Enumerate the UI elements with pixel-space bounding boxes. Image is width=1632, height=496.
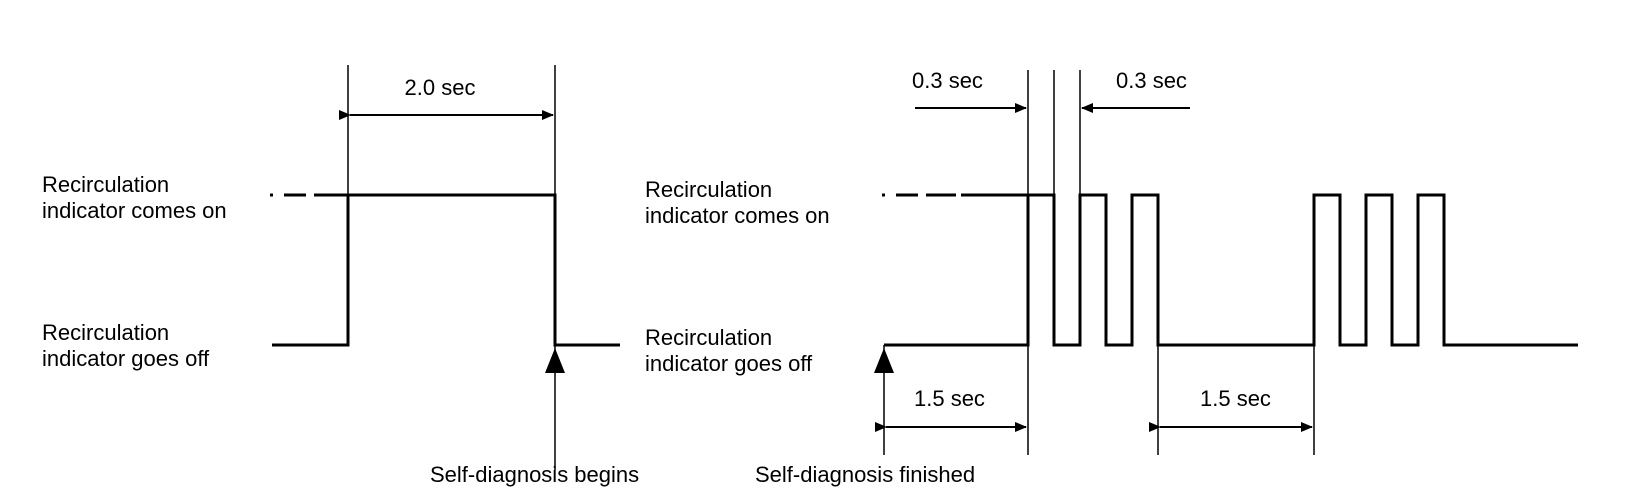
left-on-label-line2: indicator comes on: [42, 198, 227, 223]
right-waveform: [884, 193, 1578, 347]
left-waveform: [272, 193, 620, 347]
right-event-label: Self-diagnosis finished: [755, 462, 975, 487]
right-off-label: Recirculation indicator goes off: [645, 325, 813, 376]
left-off-label: Recirculation indicator goes off: [42, 320, 210, 371]
right-on-label-line2: indicator comes on: [645, 203, 830, 228]
left-off-label-line2: indicator goes off: [42, 346, 210, 371]
left-event-arrow-icon: [545, 348, 565, 373]
left-off-label-line1: Recirculation: [42, 320, 169, 345]
right-gap-label-first: 1.5 sec: [914, 386, 985, 411]
right-on-label: Recirculation indicator comes on: [645, 177, 830, 228]
left-on-label-line1: Recirculation: [42, 172, 169, 197]
right-gap-label-second: 1.5 sec: [1200, 386, 1271, 411]
left-event-label: Self-diagnosis begins: [430, 462, 639, 487]
right-event-arrow-icon: [874, 348, 894, 373]
right-panel: 0.3 sec 0.3 sec 1.5 sec 1.5 sec Recircul…: [645, 68, 1578, 487]
right-on-label-line1: Recirculation: [645, 177, 772, 202]
left-panel: 2.0 sec Recirculation indicator comes on…: [42, 65, 639, 487]
right-off-label-line2: indicator goes off: [645, 351, 813, 376]
right-off-label-line1: Recirculation: [645, 325, 772, 350]
right-pulse-off-label: 0.3 sec: [1116, 68, 1187, 93]
left-duration-label: 2.0 sec: [405, 75, 476, 100]
right-pulse-on-label: 0.3 sec: [912, 68, 983, 93]
left-on-label: Recirculation indicator comes on: [42, 172, 227, 223]
